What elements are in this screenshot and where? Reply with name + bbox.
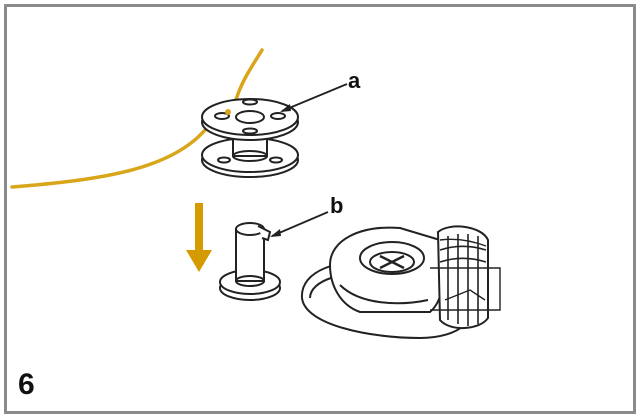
down-arrow-icon (186, 203, 212, 272)
step-number: 6 (18, 368, 35, 401)
leader-line-a (281, 83, 348, 112)
thread-lower (10, 128, 207, 189)
winder-housing (300, 225, 501, 340)
leader-line-b (271, 211, 329, 237)
leader-arrowhead-b (270, 229, 281, 237)
winder-spindle (219, 222, 281, 301)
illustration-frame (4, 4, 636, 414)
bobbin (201, 98, 299, 178)
label-a: a (348, 68, 361, 93)
label-b: b (330, 193, 344, 218)
leader-arrowhead-a (280, 104, 291, 112)
